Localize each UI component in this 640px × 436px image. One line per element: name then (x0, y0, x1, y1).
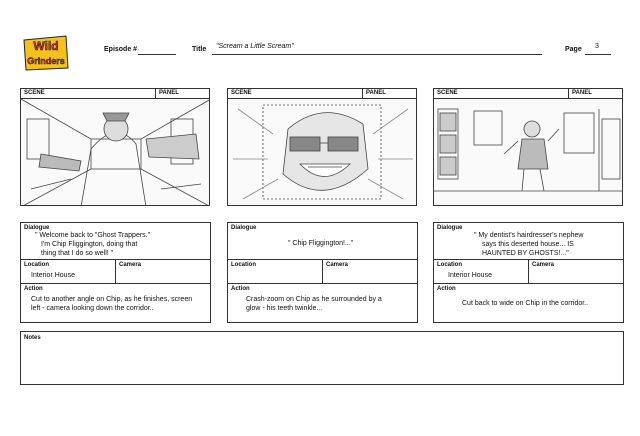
action-line: Cut to another angle on Chip, as he fini… (31, 296, 193, 303)
action-line: glow - his teeth twinkle... (246, 305, 323, 312)
scene-label: SCENE (231, 90, 252, 96)
scene-panel-tab-1: SCENE PANEL (20, 88, 210, 98)
dialogue-line: " My dentist's hairdresser's nephew (474, 232, 584, 239)
dialogue-label: Dialogue (437, 225, 463, 231)
page-field[interactable]: 3 (585, 43, 611, 55)
dialogue-label: Dialogue (231, 225, 257, 231)
notes-label: Notes (24, 335, 41, 341)
action-line: left - camera looking down the corridor.… (31, 305, 154, 312)
sketch-corridor-chip (21, 99, 209, 205)
action-box-3[interactable]: Action Cut back to wide on Chip in the c… (433, 283, 624, 323)
dialogue-box-3[interactable]: Dialogue " My dentist's hairdresser's ne… (433, 222, 624, 260)
location-value: Interior House (448, 272, 492, 279)
panel-label: PANEL (159, 90, 179, 96)
page-label: Page (565, 46, 582, 53)
title-field[interactable]: "Scream a Little Scream" (212, 43, 542, 55)
camera-label: Camera (532, 262, 555, 268)
sketch-chip-closeup (233, 104, 413, 200)
camera-box-3[interactable]: Camera (528, 259, 624, 284)
dialogue-line: I'm Chip Fliggington, doing that (41, 241, 138, 248)
storyboard-frame-2[interactable] (227, 98, 417, 206)
scene-label: SCENE (437, 90, 458, 96)
dialogue-line: " Welcome back to "Ghost Trappers." (35, 232, 151, 239)
action-line: Cut back to wide on Chip in the corridor… (462, 300, 589, 307)
location-box-3[interactable]: Location Interior House (433, 259, 529, 284)
dialogue-box-2[interactable]: Dialogue " Chip Fliggington!..." (227, 222, 418, 260)
notes-box[interactable]: Notes (20, 331, 624, 385)
location-label: Location (24, 262, 49, 268)
show-logo: Wild Grinders (22, 34, 70, 72)
dialogue-label: Dialogue (24, 225, 50, 231)
dialogue-line: " Chip Fliggington!..." (288, 240, 354, 247)
sketch-wide-corridor (434, 108, 622, 192)
dialogue-line: says this deserted house... IS (482, 241, 574, 248)
page-value: 3 (595, 43, 599, 50)
action-label: Action (231, 286, 250, 292)
camera-label: Camera (326, 262, 349, 268)
location-value: Interior House (31, 272, 75, 279)
storyboard-frame-3[interactable] (433, 98, 623, 206)
action-line: Crash-zoom on Chip as he surrounded by a (246, 296, 382, 303)
title-value: "Scream a Little Scream" (216, 43, 294, 50)
scene-panel-tab-2: SCENE PANEL (227, 88, 417, 98)
panel-label: PANEL (572, 90, 592, 96)
camera-box-1[interactable]: Camera (115, 259, 211, 284)
episode-label: Episode # (104, 46, 138, 53)
location-box-2[interactable]: Location (227, 259, 323, 284)
storyboard-frame-1[interactable] (20, 98, 210, 206)
location-label: Location (231, 262, 256, 268)
action-box-2[interactable]: Action Crash-zoom on Chip as he surround… (227, 283, 418, 323)
title-label: Title (192, 46, 207, 53)
dialogue-box-1[interactable]: Dialogue " Welcome back to "Ghost Trappe… (20, 222, 211, 260)
logo-line2: Grinders (27, 56, 65, 66)
camera-box-2[interactable]: Camera (322, 259, 418, 284)
scene-label: SCENE (24, 90, 45, 96)
action-label: Action (437, 286, 456, 292)
logo-line1: Wild (33, 39, 58, 53)
location-label: Location (437, 262, 462, 268)
episode-field[interactable] (138, 45, 176, 55)
action-label: Action (24, 286, 43, 292)
dialogue-line: HAUNTED BY GHOSTS!..." (482, 250, 569, 257)
dialogue-line: thing that I do so well! " (41, 250, 114, 257)
scene-panel-tab-3: SCENE PANEL (433, 88, 623, 98)
camera-label: Camera (119, 262, 142, 268)
action-box-1[interactable]: Action Cut to another angle on Chip, as … (20, 283, 211, 323)
panel-label: PANEL (366, 90, 386, 96)
location-box-1[interactable]: Location Interior House (20, 259, 116, 284)
